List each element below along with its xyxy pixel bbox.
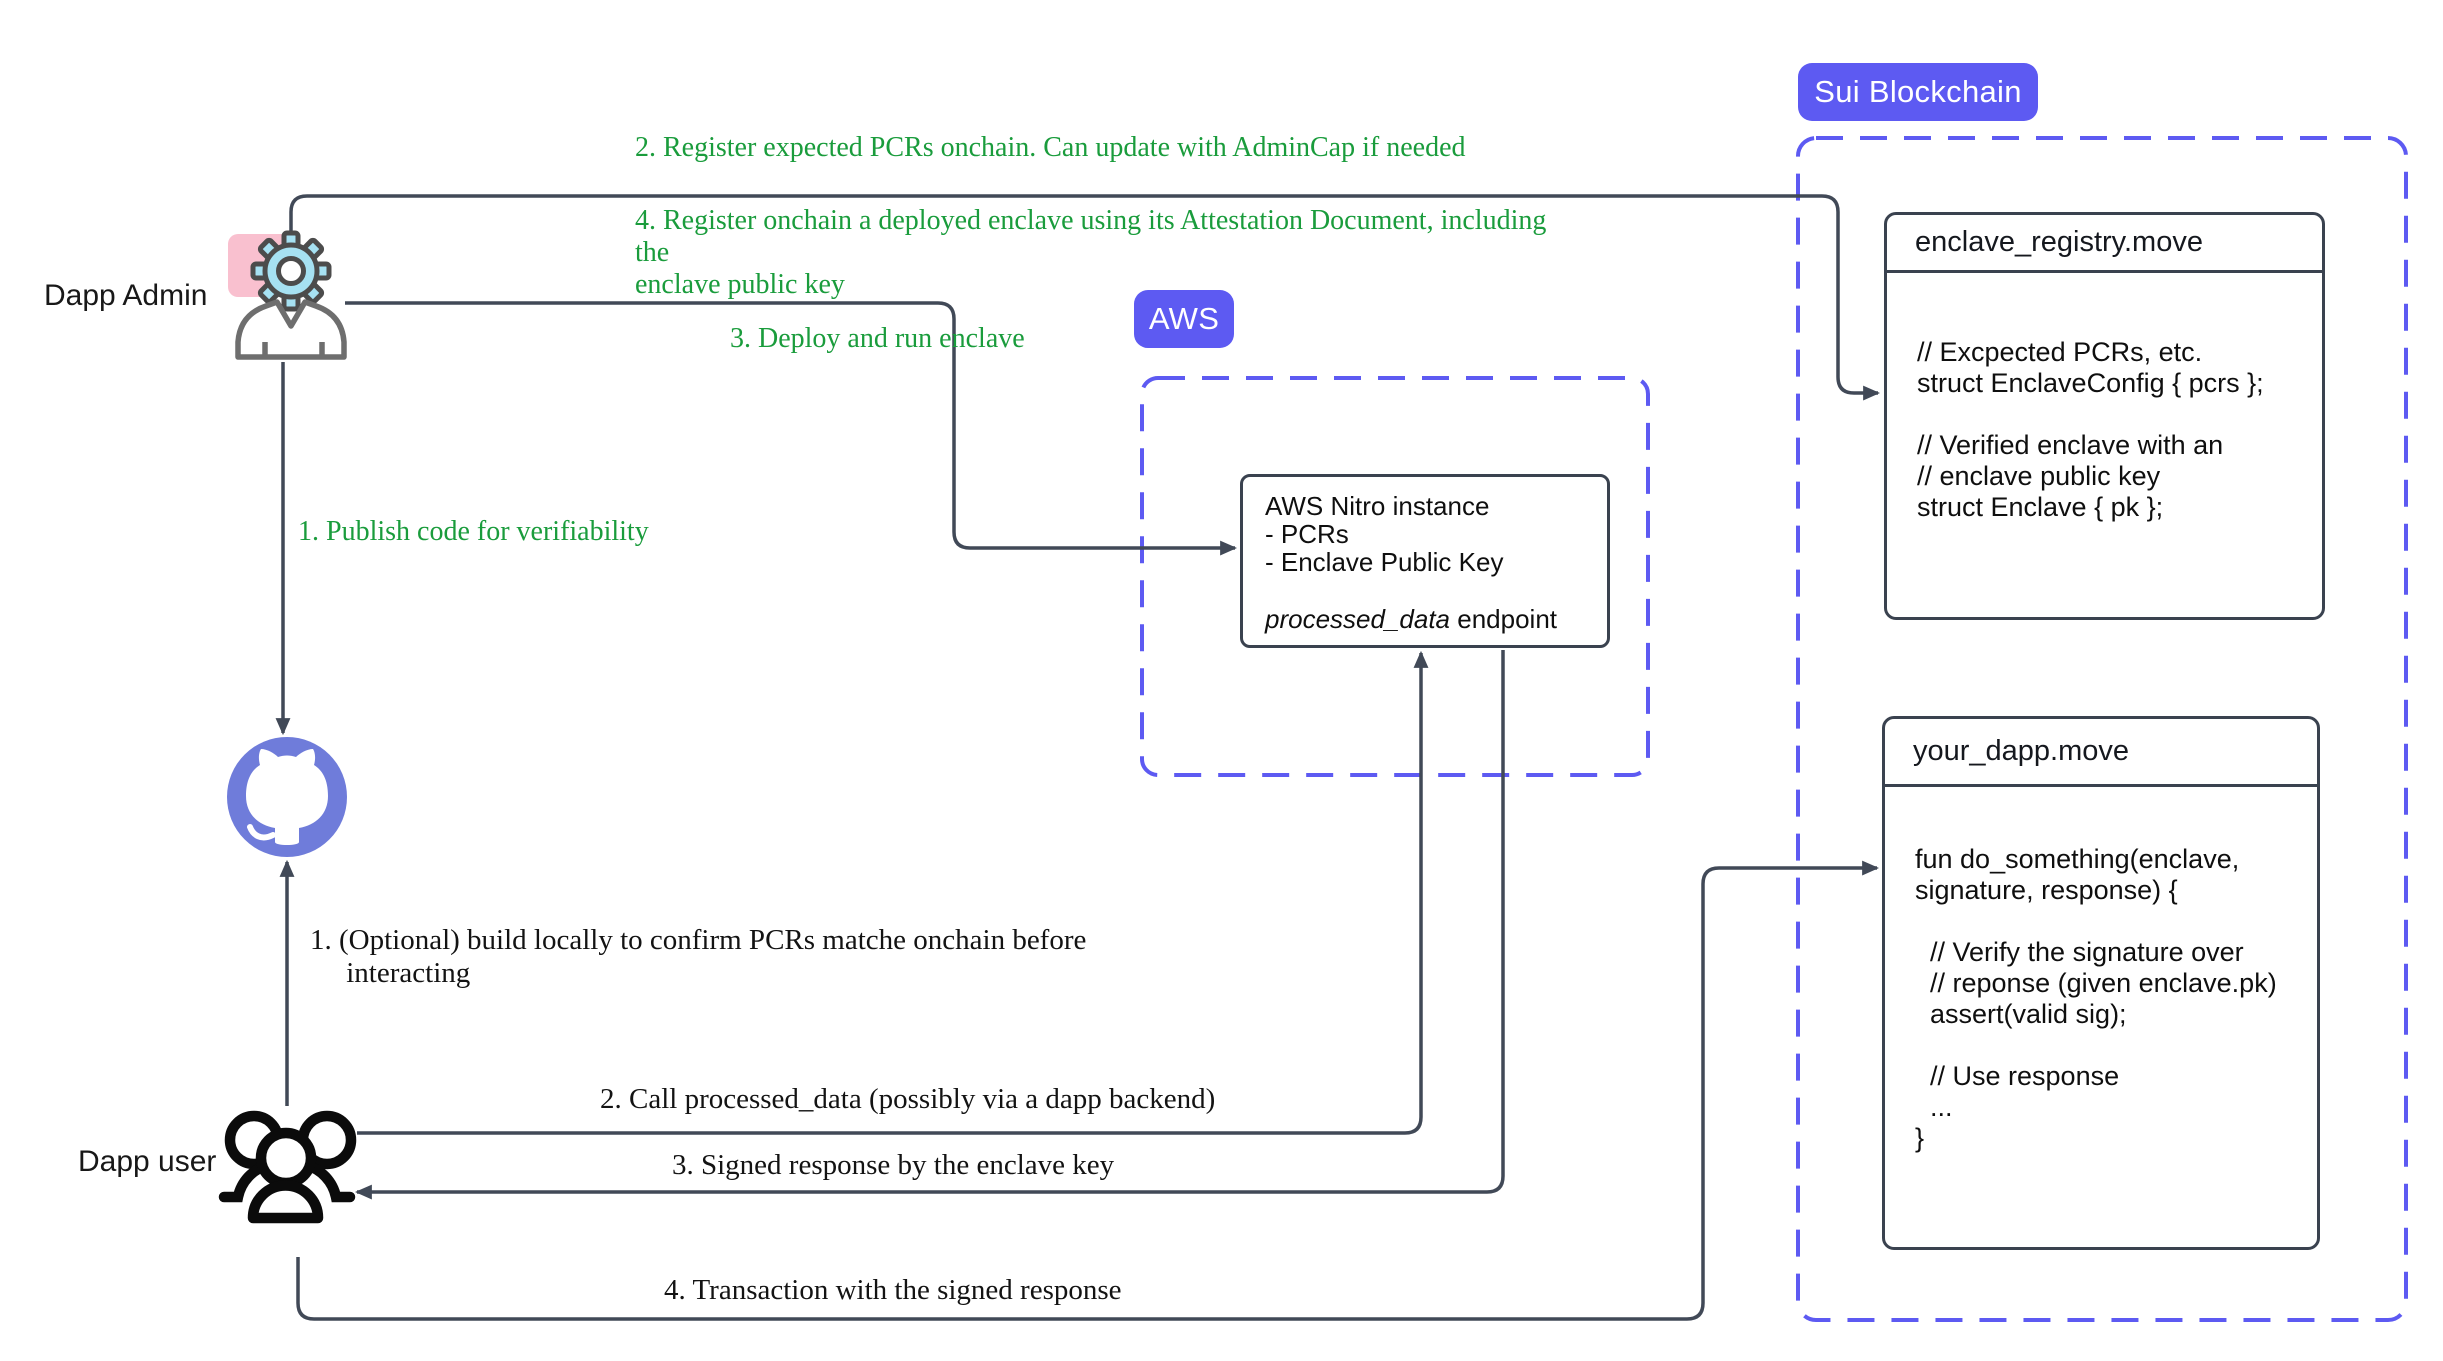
annotation-optional-build: 1. (Optional) build locally to confirm P… — [310, 924, 1087, 989]
sui-blockchain-dashed-border — [1796, 136, 2408, 1322]
enclave-registry-box: enclave_registry.move // Excpected PCRs,… — [1884, 212, 2325, 620]
github-icon — [227, 737, 347, 857]
annotation-deploy-enclave: 3. Deploy and run enclave — [730, 323, 1025, 354]
annotation-call-processed-data: 2. Call processed_data (possibly via a d… — [600, 1083, 1216, 1115]
enclave-registry-title: enclave_registry.move — [1887, 215, 2322, 273]
aws-nitro-instance-box: AWS Nitro instance- PCRs- Enclave Public… — [1240, 474, 1610, 648]
endpoint-suffix: endpoint — [1450, 604, 1558, 634]
sui-blockchain-badge: Sui Blockchain — [1798, 63, 2038, 121]
your-dapp-title: your_dapp.move — [1885, 719, 2317, 787]
arrow-signed-response — [354, 650, 1505, 1200]
annotation-register-pcrs: 2. Register expected PCRs onchain. Can u… — [635, 132, 1466, 163]
arrow-call-processed-data — [357, 650, 1429, 1135]
arrow-register-pcrs-onchain — [289, 194, 1881, 401]
gear-person-icon — [228, 230, 347, 360]
annotation-publish-code: 1. Publish code for verifiability — [298, 516, 649, 547]
dapp-admin-label: Dapp Admin — [44, 279, 208, 312]
dapp-user-label: Dapp user — [78, 1145, 217, 1178]
arrow-transaction-signed-response — [296, 860, 1880, 1321]
aws-dashed-border — [1140, 376, 1650, 777]
your-dapp-box: your_dapp.move fun do_something(enclave,… — [1882, 716, 2320, 1250]
arrow-deploy-run-enclave — [345, 301, 1238, 556]
aws-badge: AWS — [1134, 290, 1234, 348]
enclave-registry-code: // Excpected PCRs, etc.struct EnclaveCon… — [1917, 337, 2264, 522]
people-group-icon — [218, 1110, 357, 1224]
gear-icon — [250, 230, 332, 312]
your-dapp-code: fun do_something(enclave,signature, resp… — [1915, 844, 2277, 1153]
endpoint-name: processed_data — [1265, 604, 1451, 634]
aws-nitro-lines: AWS Nitro instance- PCRs- Enclave Public… — [1265, 491, 1504, 577]
annotation-signed-response: 3. Signed response by the enclave key — [672, 1149, 1115, 1181]
annotation-transaction: 4. Transaction with the signed response — [664, 1274, 1122, 1306]
processed-data-endpoint-label: processed_data endpoint — [1265, 605, 1597, 633]
annotation-register-enclave: 4. Register onchain a deployed enclave u… — [635, 205, 1547, 300]
